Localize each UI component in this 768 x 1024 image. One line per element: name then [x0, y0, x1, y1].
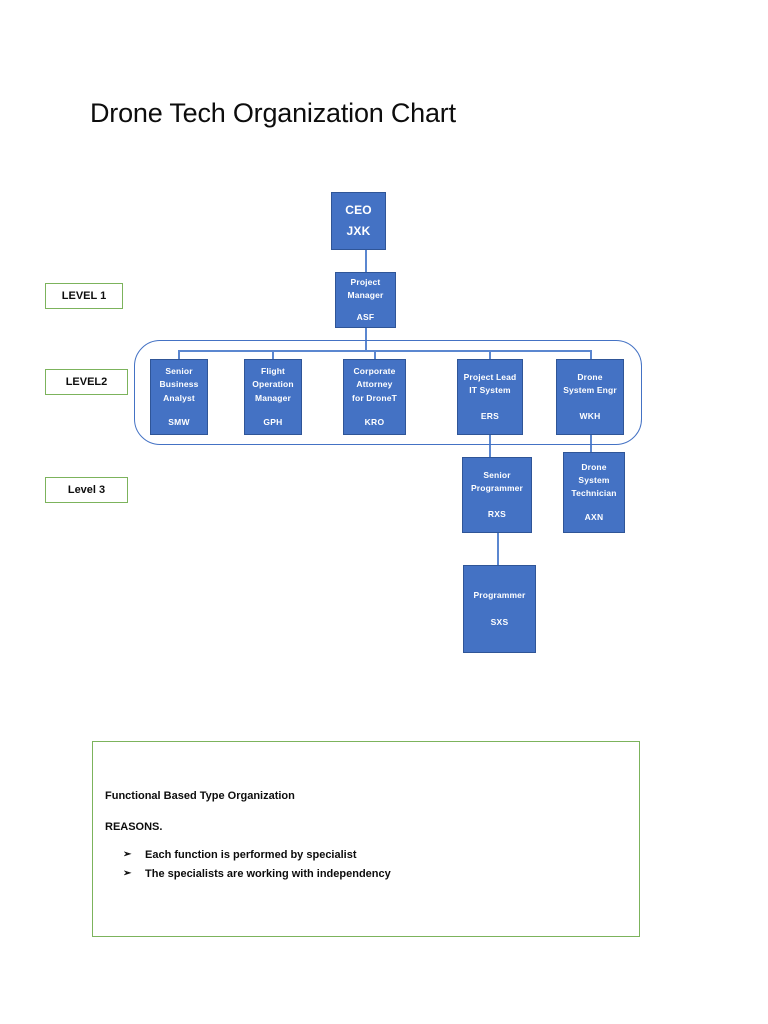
- connector-project-lead-to-senior-programmer: [489, 435, 491, 457]
- org-box-code: WKH: [579, 411, 601, 422]
- org-box-code: ERS: [480, 411, 500, 422]
- connector-drop-senior-business-analyst: [178, 350, 180, 359]
- connector-senior-programmer-to-programmer: [497, 533, 499, 565]
- org-box-title: Senior Programmer: [470, 469, 524, 493]
- connector-drop-drone-system-engr: [590, 350, 592, 359]
- connector-project-manager-stem: [365, 328, 367, 350]
- org-box-title: Corporate Attorney for DroneT: [352, 366, 397, 403]
- org-box-ceo[interactable]: CEO JXK: [331, 192, 386, 250]
- level2-group-outline: [134, 340, 642, 445]
- org-box-code: SXS: [490, 617, 509, 627]
- connector-drop-flight-operation-manager: [272, 350, 274, 359]
- level-tag-1: LEVEL 1: [45, 283, 123, 309]
- org-box-title: Project Lead IT System: [463, 371, 517, 395]
- org-box-drone-system-engr[interactable]: Drone System Engr WKH: [556, 359, 624, 435]
- org-box-title: Flight Operation Manager: [252, 366, 294, 403]
- page-title: Drone Tech Organization Chart: [90, 98, 456, 128]
- org-box-senior-business-analyst[interactable]: Senior Business Analyst SMW: [150, 359, 208, 435]
- org-box-senior-programmer[interactable]: Senior Programmer RXS: [462, 457, 532, 533]
- org-box-title: Project Manager: [347, 276, 384, 300]
- level-tag-label: LEVEL2: [65, 376, 108, 388]
- notes-panel: Functional Based Type Organization REASO…: [92, 741, 640, 937]
- org-box-project-manager[interactable]: Project Manager ASF: [335, 272, 396, 328]
- org-box-title: Drone System Engr: [563, 371, 617, 395]
- org-box-programmer[interactable]: Programmer SXS: [463, 565, 536, 653]
- connector-ceo-to-project-manager: [365, 250, 367, 272]
- level-tag-label: Level 3: [67, 484, 106, 496]
- list-item: ➢ The specialists are working with indep…: [123, 865, 391, 884]
- org-box-title: Senior Business Analyst: [159, 366, 199, 403]
- org-box-title: Programmer: [473, 589, 526, 600]
- list-item: ➢ Each function is performed by speciali…: [123, 846, 391, 865]
- level-tag-label: LEVEL 1: [61, 290, 107, 302]
- connector-drop-project-lead: [489, 350, 491, 359]
- arrow-bullet-icon: ➢: [123, 849, 132, 860]
- level-tag-3: Level 3: [45, 477, 128, 503]
- org-box-code: RXS: [487, 509, 507, 520]
- org-box-flight-operation-manager[interactable]: Flight Operation Manager GPH: [244, 359, 302, 435]
- org-box-title: CEO: [345, 203, 372, 218]
- arrow-bullet-icon: ➢: [123, 867, 132, 879]
- connector-drop-corporate-attorney: [374, 350, 376, 359]
- level-tag-2: LEVEL2: [45, 369, 128, 395]
- org-box-title: Drone System Technician: [571, 461, 617, 498]
- notes-heading: Functional Based Type Organization: [105, 790, 295, 802]
- org-box-code: ASF: [356, 312, 375, 323]
- connector-level2-bus: [179, 350, 591, 352]
- org-box-project-lead-it-system[interactable]: Project Lead IT System ERS: [457, 359, 523, 435]
- notes-list: ➢ Each function is performed by speciali…: [123, 846, 391, 884]
- org-box-code: GPH: [263, 416, 283, 427]
- org-box-drone-system-technician[interactable]: Drone System Technician AXN: [563, 452, 625, 533]
- list-item-label: Each function is performed by specialist: [145, 849, 357, 861]
- org-box-code: JXK: [346, 224, 371, 239]
- org-box-code: SMW: [168, 416, 190, 427]
- org-box-code: KRO: [364, 416, 385, 427]
- org-box-code: AXN: [584, 512, 604, 523]
- notes-subheading: REASONS.: [105, 821, 163, 833]
- org-box-corporate-attorney[interactable]: Corporate Attorney for DroneT KRO: [343, 359, 406, 435]
- connector-drone-engr-to-technician: [590, 435, 592, 452]
- list-item-label: The specialists are working with indepen…: [145, 867, 391, 880]
